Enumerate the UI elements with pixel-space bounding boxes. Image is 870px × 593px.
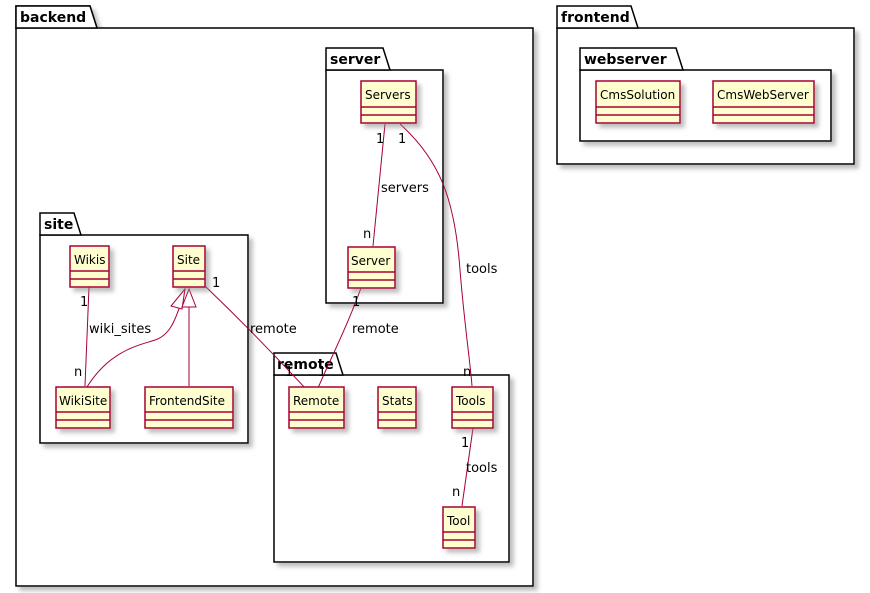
edge-server-remote xyxy=(317,284,363,389)
edge-label-wiki-sites: wiki_sites xyxy=(89,322,151,337)
class-servers[interactable]: Servers xyxy=(360,80,417,124)
inheritance-arrow-wikisite xyxy=(170,287,186,310)
package-title-frontend: frontend xyxy=(561,10,630,26)
class-name-tools: Tools xyxy=(455,394,486,408)
class-frontendsite[interactable]: FrontendSite xyxy=(144,386,234,429)
edge-wikis-wikisite xyxy=(84,286,90,387)
mult-servers-server-to: n xyxy=(363,227,371,242)
package-title-backend: backend xyxy=(20,10,86,26)
class-name-stats: Stats xyxy=(382,394,413,408)
class-name-tool: Tool xyxy=(446,514,470,528)
class-name-wikis: Wikis xyxy=(74,253,105,267)
package-title-remote: remote xyxy=(277,357,334,373)
class-server[interactable]: Server xyxy=(347,246,396,289)
edges xyxy=(84,123,474,507)
mult-server-remote-to: 1 xyxy=(318,365,326,380)
mult-tools-tool-from: 1 xyxy=(461,436,469,451)
class-name-cmssolution: CmsSolution xyxy=(600,88,675,102)
edge-label-servers: servers xyxy=(381,181,429,196)
edge-site-remote xyxy=(204,285,306,389)
class-tool[interactable]: Tool xyxy=(442,506,476,549)
class-name-frontendsite: FrontendSite xyxy=(149,394,225,408)
mult-tools-tool-to: n xyxy=(452,485,460,500)
class-cmssolution[interactable]: CmsSolution xyxy=(595,80,681,124)
class-name-servers: Servers xyxy=(365,88,411,102)
edge-label-tools-servers: tools xyxy=(466,262,498,277)
mult-server-remote-from: 1 xyxy=(352,295,360,310)
class-name-server: Server xyxy=(351,254,390,268)
edge-label-remote-server: remote xyxy=(352,322,399,337)
package-title-webserver: webserver xyxy=(584,52,667,68)
mult-site-remote-from: 1 xyxy=(212,276,220,291)
class-remote[interactable]: Remote xyxy=(288,386,345,429)
edge-tools-tool xyxy=(461,427,474,507)
mult-servers-tools-to: n xyxy=(463,365,471,380)
class-cmswebserver[interactable]: CmsWebServer xyxy=(712,80,815,124)
inheritance-arrow-frontendsite xyxy=(181,287,197,308)
edge-label-tools-tool: tools xyxy=(466,461,498,476)
mult-servers-server-from: 1 xyxy=(376,132,384,147)
class-name-site: Site xyxy=(177,253,200,267)
mult-servers-tools-from: 1 xyxy=(398,132,406,147)
class-wikisite[interactable]: WikiSite xyxy=(55,386,111,429)
class-stats[interactable]: Stats xyxy=(377,386,417,429)
class-name-wikisite: WikiSite xyxy=(59,394,107,408)
package-title-server: server xyxy=(330,52,380,68)
class-wikis[interactable]: Wikis xyxy=(69,245,110,288)
package-title-site: site xyxy=(44,217,73,233)
edge-wikisite-site-inheritance xyxy=(86,305,181,388)
class-name-cmswebserver: CmsWebServer xyxy=(717,88,809,102)
class-tools[interactable]: Tools xyxy=(451,386,494,429)
edge-servers-server xyxy=(372,123,386,247)
mult-wikis-wikisite-from: 1 xyxy=(80,295,88,310)
edge-servers-tools xyxy=(399,123,473,387)
mult-wikis-wikisite-to: n xyxy=(74,365,82,380)
mult-site-remote-to: 1 xyxy=(285,365,293,380)
class-name-remote: Remote xyxy=(293,394,339,408)
class-site[interactable]: Site xyxy=(172,245,206,288)
edge-label-remote-site: remote xyxy=(250,322,297,337)
